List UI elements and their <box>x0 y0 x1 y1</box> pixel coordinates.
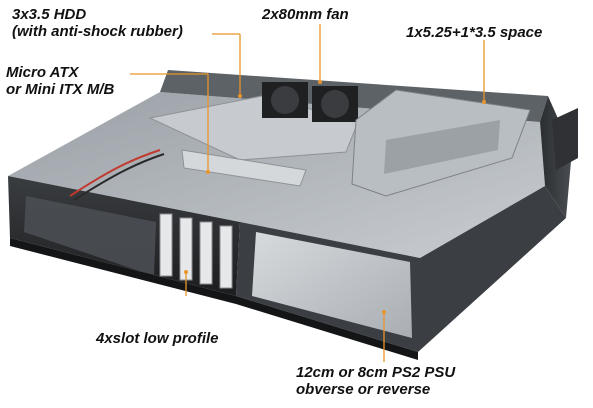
front-window <box>24 196 156 276</box>
callout-hdd-line2: (with anti-shock rubber) <box>12 23 183 40</box>
callout-slots: 4xslot low profile <box>96 330 219 347</box>
callout-psu-line1: 12cm or 8cm PS2 PSU <box>296 364 456 381</box>
fan-pair <box>262 82 358 122</box>
callout-psu: 12cm or 8cm PS2 PSU obverse or reverse <box>296 364 455 398</box>
callout-bays-text: 1x5.25+1*3.5 space <box>406 24 543 41</box>
chassis-bottom-edge <box>10 238 418 360</box>
callout-psu-line2: obverse or reverse <box>296 381 431 398</box>
callout-mb-line2: or Mini ITX M/B <box>6 81 115 98</box>
callout-hdd: 3x3.5 HDD (with anti-shock rubber) <box>12 6 183 40</box>
callout-slots-text: 4xslot low profile <box>96 330 219 347</box>
callout-mb-line1: Micro ATX <box>6 64 79 81</box>
callout-fan: 2x80mm fan <box>262 6 349 23</box>
callout-hdd-line1: 3x3.5 HDD <box>12 6 87 23</box>
psu-bay <box>252 232 412 338</box>
callout-motherboard: Micro ATX or Mini ITX M/B <box>6 64 114 98</box>
callout-bays: 1x5.25+1*3.5 space <box>406 24 542 41</box>
slot-brackets <box>159 213 233 289</box>
rack-ear <box>552 108 578 170</box>
callout-fan-text: 2x80mm fan <box>262 6 349 23</box>
